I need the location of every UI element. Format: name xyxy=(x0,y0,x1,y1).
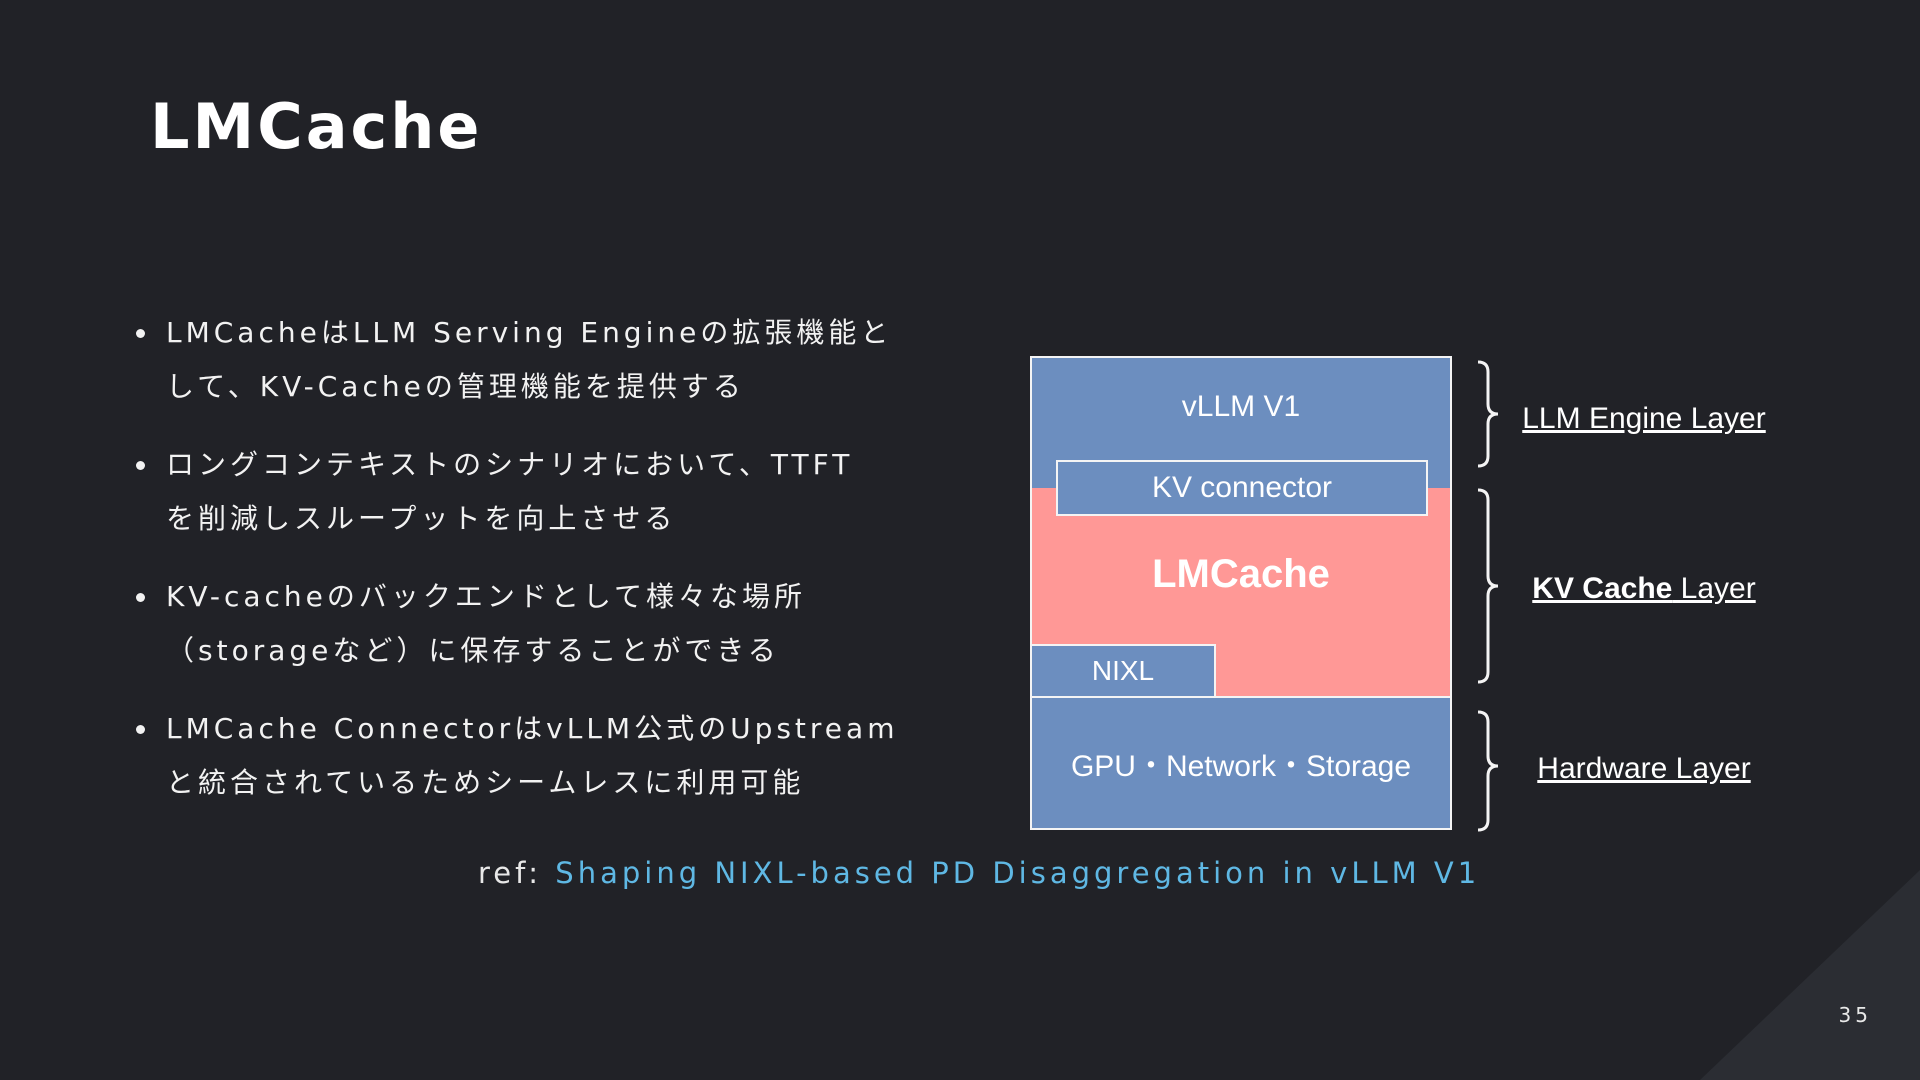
layer-braces xyxy=(1477,360,1499,832)
kv-cache-layer-label-bold: KV Cache xyxy=(1532,572,1673,605)
bullet-list: LMCacheはLLM Serving Engineの拡張機能と して、KV-C… xyxy=(136,306,936,834)
lmcache-label: LMCache xyxy=(1152,551,1330,596)
kv-cache-brace-icon xyxy=(1477,488,1499,684)
reference: ref: Shaping NIXL-based PD Disaggregatio… xyxy=(478,856,1480,890)
bullet-item: LMCache ConnectorはvLLM公式のUpstream と統合されて… xyxy=(136,702,936,810)
nixl-label: NIXL xyxy=(1091,655,1155,686)
hardware-block: GPU・Network・Storage xyxy=(1030,696,1452,830)
kv-connector-block: KV connector xyxy=(1056,460,1428,516)
engine-layer-label: LLM Engine Layer xyxy=(1522,402,1766,435)
bullet-line: LMCache ConnectorはvLLM公式のUpstream xyxy=(166,712,899,745)
corner-decoration xyxy=(1700,870,1920,1080)
hardware-label: GPU・Network・Storage xyxy=(1070,750,1412,783)
slide-title: LMCache xyxy=(150,90,483,163)
bullet-item: ロングコンテキストのシナリオにおいて、TTFT を削減しスループットを向上させる xyxy=(136,438,936,546)
bullet-dot-icon xyxy=(136,725,145,734)
engine-brace-icon xyxy=(1477,360,1499,468)
vllm-label: vLLM V1 xyxy=(1181,390,1301,423)
bullet-line: ロングコンテキストのシナリオにおいて、TTFT xyxy=(166,448,854,481)
bullet-item: KV-cacheのバックエンドとして様々な場所 （storageなど）に保存する… xyxy=(136,570,936,678)
page-number: 35 xyxy=(1838,1003,1872,1027)
architecture-diagram: vLLM V1 LMCache KV connector NIXL GPU・Ne… xyxy=(1030,356,1452,830)
bullet-line: LMCacheはLLM Serving Engineの拡張機能と xyxy=(166,316,893,349)
bullet-line: と統合されているためシームレスに利用可能 xyxy=(166,766,805,799)
bullet-item: LMCacheはLLM Serving Engineの拡張機能と して、KV-C… xyxy=(136,306,936,414)
kv-cache-layer-label: KV Cache Layer xyxy=(1532,572,1755,606)
nixl-block: NIXL xyxy=(1030,644,1216,696)
bullet-line: KV-cacheのバックエンドとして様々な場所 xyxy=(166,580,807,613)
kv-cache-layer-label-rest: Layer xyxy=(1672,572,1756,605)
bullet-dot-icon xyxy=(136,593,145,602)
bullet-dot-icon xyxy=(136,329,145,338)
reference-link[interactable]: Shaping NIXL-based PD Disaggregation in … xyxy=(555,856,1481,890)
bullet-dot-icon xyxy=(136,461,145,470)
bullet-line: して、KV-Cacheの管理機能を提供する xyxy=(166,370,745,403)
bullet-line: （storageなど）に保存することができる xyxy=(166,634,780,667)
hardware-brace-icon xyxy=(1477,710,1499,832)
reference-prefix: ref: xyxy=(478,856,556,890)
hardware-layer-label: Hardware Layer xyxy=(1537,752,1751,785)
kv-connector-label: KV connector xyxy=(1151,471,1333,504)
bullet-line: を削減しスループットを向上させる xyxy=(166,502,677,535)
